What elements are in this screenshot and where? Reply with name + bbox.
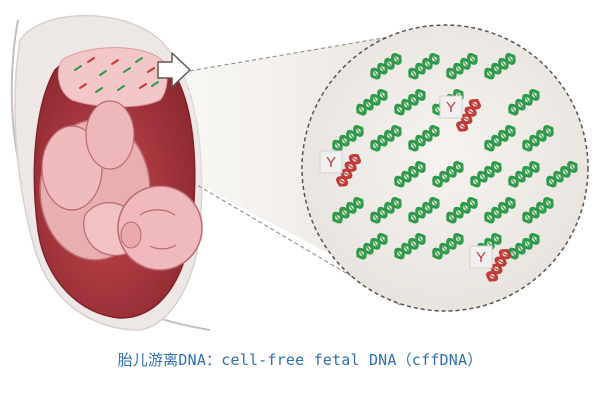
maternal-dna-strand-icon	[446, 52, 478, 80]
maternal-dna-strand-icon	[394, 160, 426, 188]
caption: 胎儿游离DNA：cell-free fetal DNA（cffDNA）	[117, 351, 483, 369]
dna-fragment	[99, 70, 107, 76]
dna-fragment	[79, 83, 87, 89]
dna-fragment	[111, 59, 119, 65]
maternal-dna-strand-icon	[370, 196, 402, 224]
maternal-dna-strand-icon	[408, 196, 440, 224]
y-chromosome-label: Y	[326, 154, 336, 171]
dna-fragment	[135, 57, 143, 63]
maternal-dna-strand-icon	[394, 232, 426, 260]
dna-fragment	[139, 83, 147, 89]
maternal-dna-strand-icon	[432, 232, 464, 260]
magnified-blood-sample	[301, 24, 589, 312]
dna-fragment	[117, 85, 125, 91]
dna-fragment	[147, 67, 155, 73]
maternal-dna-strand-icon	[484, 196, 516, 224]
y-chromosome-label-box	[469, 245, 493, 269]
maternal-dna-strand-icon	[370, 52, 402, 80]
maternal-dna-strand-icon	[508, 160, 540, 188]
maternal-dna-strand-icon	[508, 232, 540, 260]
maternal-dna-strand-icon	[546, 160, 578, 188]
maternal-dna-strand-icon	[332, 124, 364, 152]
maternal-dna-strand-icon	[408, 52, 440, 80]
fetal-dna-strand-icon	[485, 249, 512, 282]
maternal-dna-strand-icon	[522, 196, 554, 224]
maternal-dna-strand-icon	[356, 88, 388, 116]
maternal-dna-strand-icon	[332, 196, 364, 224]
dna-fragment	[74, 65, 82, 71]
maternal-dna-strand-icon	[370, 124, 402, 152]
dna-fragment	[123, 67, 131, 73]
fetal-dna-strand-icon	[455, 99, 482, 132]
maternal-dna-strand-icon	[394, 88, 426, 116]
maternal-dna-strand-icon	[408, 124, 440, 152]
dna-fragment	[151, 81, 159, 87]
y-chromosome-label-box	[439, 95, 463, 119]
maternal-dna-strand-icon	[356, 232, 388, 260]
dna-fragment	[87, 57, 95, 63]
placenta	[57, 47, 168, 108]
y-chromosome-label: Y	[476, 249, 486, 266]
y-chromosome-label-box	[319, 150, 343, 174]
maternal-dna-strand-icon	[522, 124, 554, 152]
maternal-dna-strand-icon	[508, 88, 540, 116]
fetal-dna-strand-icon	[335, 154, 362, 187]
maternal-dna-strand-icon	[446, 196, 478, 224]
maternal-dna-strand-icon	[470, 160, 502, 188]
zoom-arrow-icon	[157, 52, 191, 88]
maternal-dna-strand-icon	[432, 160, 464, 188]
dna-strands: Y Y Y	[319, 52, 578, 282]
dna-fragment	[95, 87, 103, 93]
fetus	[39, 100, 203, 271]
maternal-dna-strand-icon	[484, 52, 516, 80]
cffdna-diagram: Y Y Y	[10, 14, 589, 331]
y-chromosome-label: Y	[446, 99, 456, 116]
maternal-dna-strand-icon	[484, 124, 516, 152]
placenta-dna-fragments	[74, 57, 159, 93]
